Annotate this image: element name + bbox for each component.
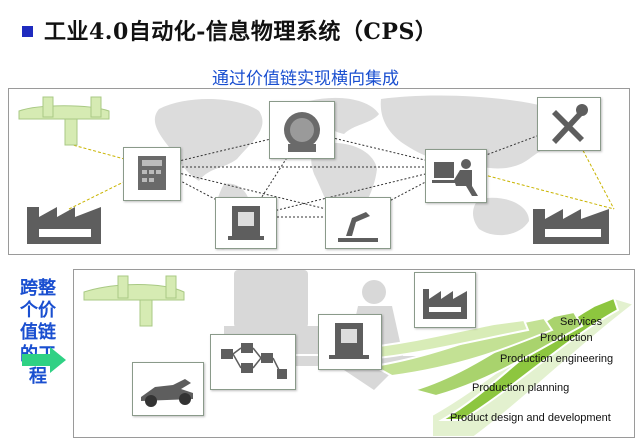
- stage-label-production-planning: Production planning: [472, 382, 570, 394]
- factory-icon: [27, 207, 101, 244]
- plc-controller-node: [123, 147, 181, 201]
- machine-node: [215, 197, 277, 249]
- value-chain-arrow: [361, 296, 634, 437]
- factory-node: [414, 272, 476, 328]
- plc-icon: [83, 275, 185, 327]
- race-car-node: [132, 362, 204, 416]
- right-arrow-icon: [22, 347, 66, 373]
- side-label-line: 个价: [20, 300, 56, 321]
- stage-label-product-design: Product design and development: [450, 412, 611, 424]
- stage-label-production: Production: [540, 332, 593, 344]
- machine-node: [318, 314, 382, 370]
- turbine-node: [269, 101, 335, 159]
- stage-label-services: Services: [560, 316, 603, 328]
- horizontal-integration-panel: [8, 88, 630, 255]
- computer-user-node: [425, 149, 487, 203]
- tools-node: [537, 97, 601, 151]
- side-label-line: 值链: [20, 322, 56, 343]
- value-chain-panel: Services Production Production engineeri…: [73, 269, 635, 438]
- page-title: 工业4.0自动化-信息物理系统（CPS）: [44, 19, 438, 45]
- title-bullet: [22, 26, 33, 37]
- plc-icon: [18, 96, 110, 146]
- factory-icon: [533, 209, 609, 244]
- side-label-line: 跨整: [20, 278, 56, 299]
- robot-node: [325, 197, 391, 249]
- process-flow-node: [210, 334, 296, 390]
- subtitle: 通过价值链实现横向集成: [212, 69, 399, 89]
- stage-label-production-engineering: Production engineering: [500, 353, 614, 365]
- side-label-line: 程: [29, 366, 47, 387]
